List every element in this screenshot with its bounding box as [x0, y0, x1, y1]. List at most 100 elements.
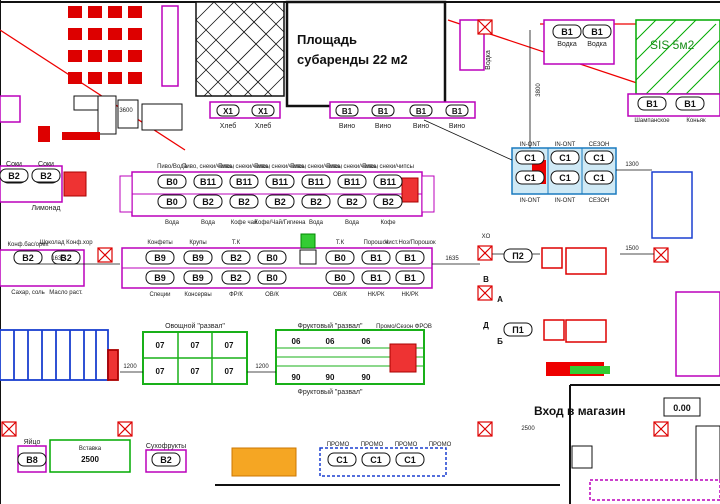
counter-cell-shape: [550, 150, 580, 165]
mid-row-bottom-cell-shape: [325, 270, 355, 285]
mid-row-bottom-cell: B2: [230, 273, 242, 283]
mid-row-top-cell-shape: [221, 250, 251, 265]
lane-letter: Б: [497, 337, 503, 346]
mid-row-top-cell: B2: [230, 253, 242, 263]
sublease-label: Площадь субаренды 22 м2: [297, 30, 408, 70]
champagne-cell-shape: [637, 96, 667, 111]
xo-label: XO: [482, 234, 491, 240]
mid-row-bottom-cell-shape: [257, 270, 287, 285]
mid-row-bottom-cell: B9: [192, 273, 204, 283]
fruit-top-cell: 06: [292, 337, 301, 346]
dim-label: 1200: [123, 364, 137, 370]
counter-cell: C1: [524, 153, 536, 163]
vodka-label: Водка: [485, 50, 492, 70]
fruit-bottom-cell: 90: [326, 373, 335, 382]
bakery-label: Хлеб: [220, 122, 237, 130]
gondola-top-cell-shape: [265, 174, 295, 189]
mid-row-bottom-label: НК/РК: [402, 292, 419, 298]
vodka-cell: B1: [561, 27, 573, 37]
lane-letter: В: [483, 275, 489, 284]
gondola-bottom-label: Вода: [345, 220, 360, 226]
mid-left-label: Сахар, соль: [11, 290, 45, 296]
gondola-bottom-cell-shape: [229, 194, 259, 209]
mid-row-top-cell: B9: [154, 253, 166, 263]
gondola-bottom-label: Вода: [309, 220, 324, 226]
lane-letter: Д: [483, 321, 489, 330]
gondola-bottom-label: Кофе/Чай/Гигиена: [255, 219, 307, 226]
counter-cell-shape: [550, 170, 580, 185]
gondola-top-label: Пиво, снеки/чипсы: [218, 164, 270, 170]
fruit-title: Фруктовый "развал": [298, 322, 363, 330]
gondola-bottom-cell-shape: [337, 194, 367, 209]
gondola-top-cell: B11: [380, 177, 396, 187]
wine-label: Вино: [413, 123, 429, 130]
cognac-label: Коньяк: [686, 118, 706, 124]
eggs-cell: B8: [26, 455, 38, 465]
vodka-label: Водка: [587, 41, 607, 48]
vodka-cell: B1: [591, 27, 603, 37]
eggs-cell-shape: [17, 452, 47, 467]
veg-cell: 07: [156, 341, 165, 350]
mid-row-top-cell: B1: [370, 253, 382, 263]
mid-row-bottom-label: ФР/К: [229, 292, 243, 298]
gondola-bottom-cell: B2: [274, 197, 286, 207]
wine-cell: B1: [452, 107, 463, 116]
juice-cell-shape: [0, 168, 29, 183]
dim-label: 2500: [521, 426, 535, 432]
mid-left-label: Шоколад Конф.хор: [39, 240, 93, 246]
gondola-bottom-cell-shape: [301, 194, 331, 209]
mid-row-bottom-cell: B1: [370, 273, 382, 283]
mid-row-bottom-cell-shape: [361, 270, 391, 285]
top-shelf-row: [209, 101, 476, 119]
gondola-bottom-label: Кофе чай: [231, 219, 258, 226]
mid-row-bottom-cell: B1: [404, 273, 416, 283]
gondola-top-cell: B11: [272, 177, 288, 187]
dim-label: 1635: [445, 256, 459, 262]
counter-cell-shape: [515, 170, 545, 185]
pink-rack-top: [161, 5, 179, 87]
juice-cell: B2: [8, 171, 20, 181]
promo-label: ПРОМО: [429, 442, 452, 448]
mid-row-top-cell-shape: [183, 250, 213, 265]
mid-row-bottom-cell-shape: [145, 270, 175, 285]
gondola-bottom-cell: B0: [166, 197, 178, 207]
blue-fridges: [0, 329, 119, 381]
fruit-bottom-cell: 90: [362, 373, 371, 382]
promo-label: ПРОМО: [395, 442, 418, 448]
fruit-bottom-title: Фруктовый "развал": [298, 388, 363, 396]
gondola-bottom-label: Кофе: [380, 220, 396, 226]
veg-title: Овощной "развал": [165, 322, 225, 330]
mid-row-bottom-cell-shape: [183, 270, 213, 285]
promo-label: ПРОМО: [327, 442, 350, 448]
wine-cell: B1: [342, 107, 353, 116]
lane-letter: А: [497, 295, 503, 304]
gondola-bottom-cell-shape: [193, 194, 223, 209]
mid-row-top-cell-shape: [325, 250, 355, 265]
mid-row-bottom-cell: B0: [334, 273, 346, 283]
counter-cell: C1: [559, 153, 571, 163]
dim-label: 1500: [625, 246, 639, 252]
juice-label: Соки: [6, 161, 22, 168]
mid-row-top-cell-shape: [361, 250, 391, 265]
gondola-top-cell: B11: [344, 177, 360, 187]
dried-label: Сухофрукты: [146, 443, 186, 450]
mid-row-top-cell-shape: [257, 250, 287, 265]
mid-left-cell-shape: [51, 250, 81, 265]
cognac-cell-shape: [675, 96, 705, 111]
gondola-top-cell: B11: [236, 177, 252, 187]
fruit-table: [275, 329, 425, 385]
juice-cell: B2: [40, 171, 52, 181]
gondola-bottom-cell: B2: [238, 197, 250, 207]
gondola-top-cell: B11: [200, 177, 216, 187]
gondola-bottom-cell-shape: [265, 194, 295, 209]
mid-row-bottom-label: НК/РК: [368, 292, 385, 298]
dim-label: 1200: [255, 364, 269, 370]
champagne-label: Шампанское: [634, 118, 670, 124]
gondola-top-cell-shape: [337, 174, 367, 189]
mid-row-top-cell-shape: [395, 250, 425, 265]
mid-row-bottom-cell-shape: [221, 270, 251, 285]
promo-cell-shape: [327, 452, 357, 467]
veg-cell: 07: [225, 341, 234, 350]
